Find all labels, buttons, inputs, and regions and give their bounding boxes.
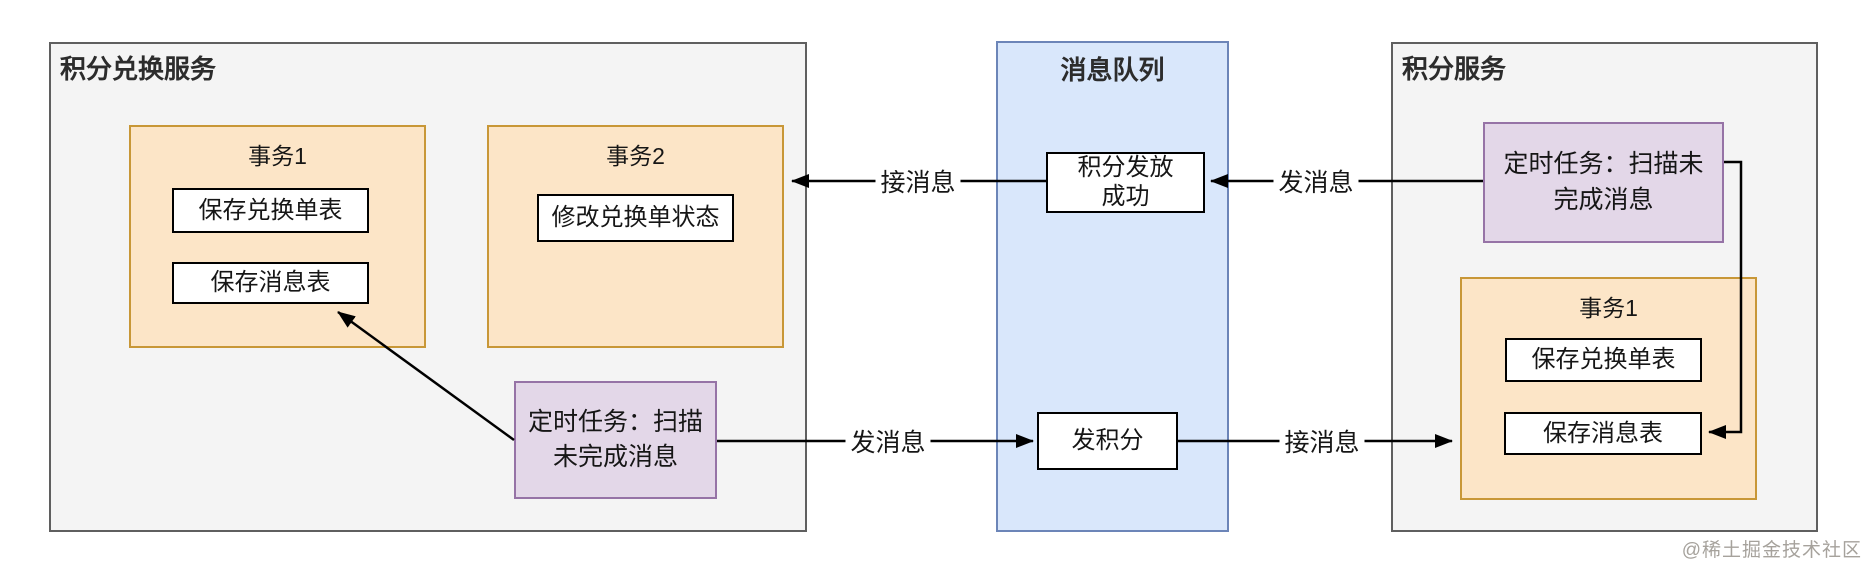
modify-status-label: 修改兑换单状态 (551, 204, 720, 232)
juejin-watermark: @稀土掘金技术社区 (1681, 540, 1862, 561)
send-points-label: 发积分 (1071, 427, 1144, 455)
left-save-exchange-step: 保存兑换单表 (172, 188, 369, 233)
left-transaction2-title: 事务2 (606, 143, 665, 169)
right-transaction1-title: 事务1 (1579, 295, 1638, 321)
points-issued-node: 积分发放成功 (1046, 152, 1205, 213)
right-save-exchange-step: 保存兑换单表 (1505, 338, 1702, 382)
right-scheduled-task-label: 定时任务：扫描未完成消息 (1503, 150, 1704, 214)
left-save-exchange-label: 保存兑换单表 (198, 196, 343, 224)
left-scheduled-task-box: 定时任务：扫描未完成消息 (514, 381, 717, 499)
points-service-title: 积分服务 (1402, 54, 1507, 84)
label-receive-message-top: 接消息 (875, 163, 961, 199)
label-send-message-top: 发消息 (1273, 163, 1359, 199)
send-points-node: 发积分 (1037, 412, 1178, 470)
left-transaction1-title: 事务1 (248, 143, 307, 169)
message-queue-title: 消息队列 (1060, 55, 1165, 85)
points-issued-label: 积分发放成功 (1077, 153, 1174, 210)
left-save-message-step: 保存消息表 (172, 262, 369, 304)
label-send-message-bottom: 发消息 (845, 423, 931, 459)
label-receive-message-bottom: 接消息 (1279, 423, 1365, 459)
left-scheduled-task-label: 定时任务：扫描未完成消息 (527, 407, 703, 472)
left-transaction1-box: 事务1 (129, 125, 426, 348)
right-save-message-step: 保存消息表 (1504, 412, 1702, 455)
right-save-message-label: 保存消息表 (1543, 419, 1663, 447)
modify-status-step: 修改兑换单状态 (537, 194, 734, 242)
left-service-title: 积分兑换服务 (60, 54, 217, 84)
right-save-exchange-label: 保存兑换单表 (1531, 346, 1676, 374)
left-save-message-label: 保存消息表 (210, 269, 331, 297)
right-scheduled-task-box: 定时任务：扫描未完成消息 (1483, 122, 1724, 243)
right-transaction1-box: 事务1 (1460, 277, 1757, 500)
